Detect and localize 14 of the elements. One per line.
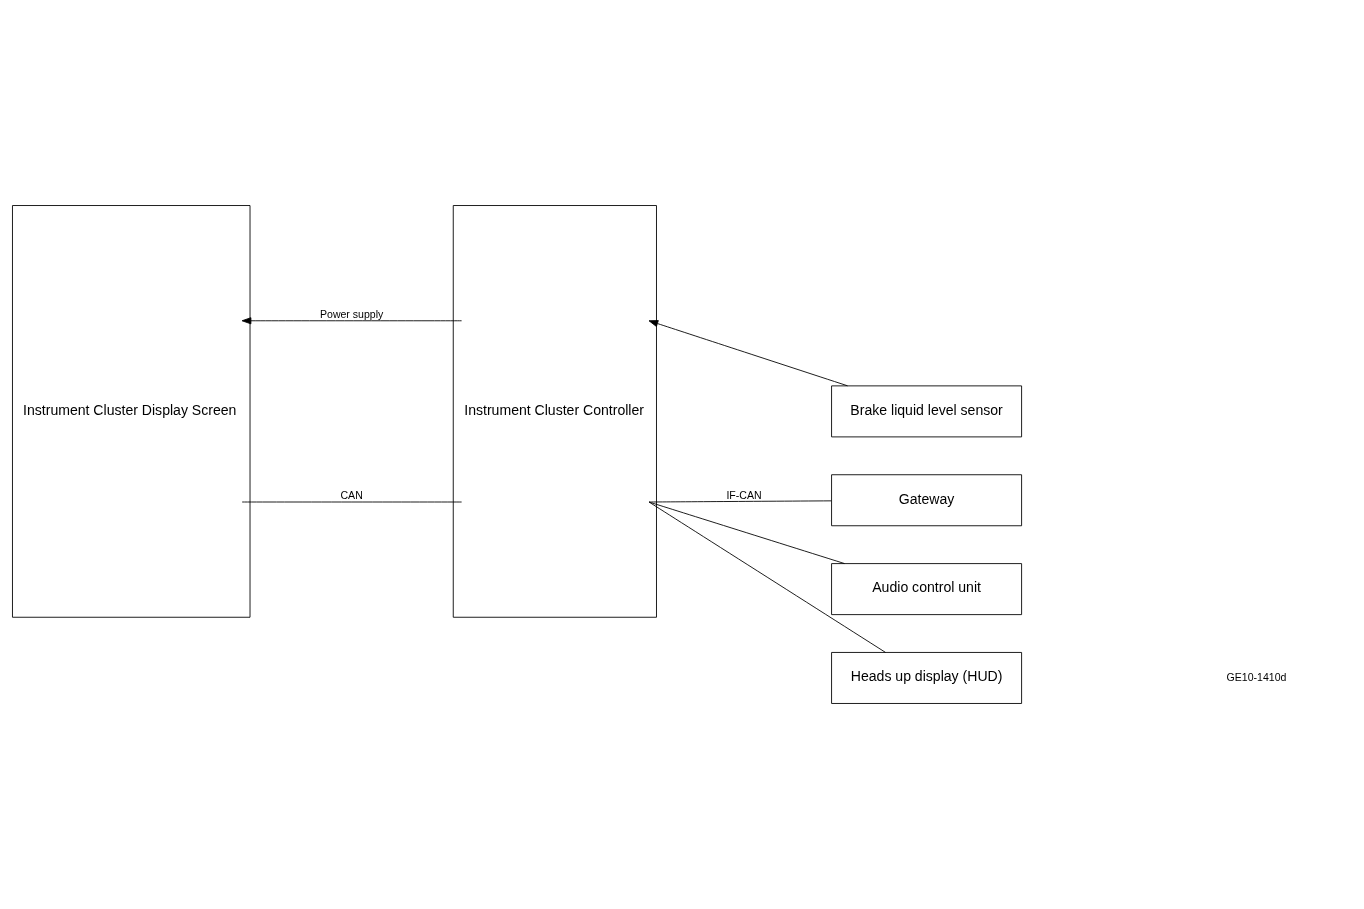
connector [648, 501, 886, 653]
arrow [648, 320, 848, 387]
connector [241, 501, 463, 503]
connector [648, 501, 845, 564]
node-box: Audio control unit [831, 563, 1023, 616]
arrow [241, 317, 463, 325]
connector [648, 500, 832, 503]
node-box: Gateway [831, 474, 1023, 527]
node-box: Brake liquid level sensor [831, 385, 1023, 438]
label: GE10-1410d [1226, 670, 1287, 683]
edge-label: IF-CAN [726, 489, 762, 502]
edge-label: Power supply [319, 307, 384, 320]
edge-label: CAN [340, 489, 363, 502]
node-box: Heads up display (HUD) [831, 652, 1023, 704]
